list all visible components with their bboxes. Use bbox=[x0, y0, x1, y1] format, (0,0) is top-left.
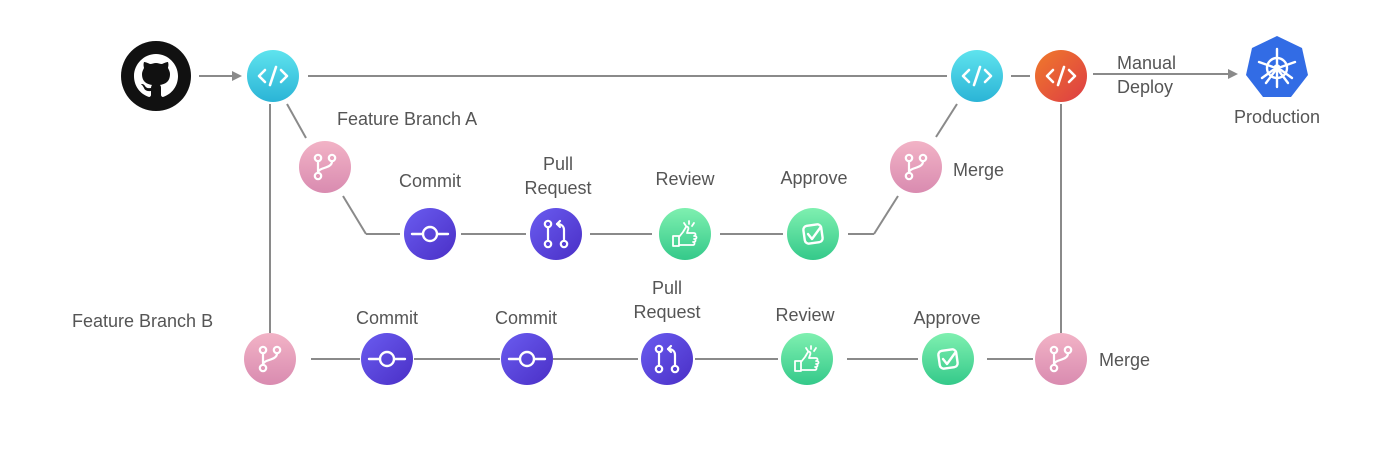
branch-b-commit-1-node bbox=[361, 333, 413, 385]
branch-a-start-node bbox=[299, 141, 351, 193]
manual-deploy-line-2: Deploy bbox=[1117, 77, 1174, 97]
branch-b-pull-request-line-2: Request bbox=[633, 302, 701, 322]
branch-b-commit-2-label: Commit bbox=[495, 308, 557, 328]
kubernetes-icon bbox=[1246, 36, 1308, 97]
branch-a-pull-request-node bbox=[530, 208, 582, 260]
line-code-to-branch-a bbox=[286, 103, 307, 139]
branch-a-approve-label: Approve bbox=[780, 168, 848, 188]
branch-b-pull-request-node bbox=[641, 333, 693, 385]
branch-b-commit-1-label: Commit bbox=[356, 308, 418, 328]
feature-branch-b-label: Feature Branch B bbox=[72, 311, 214, 331]
branch-b-commit-2-node bbox=[501, 333, 553, 385]
feature-branch-a-label: Feature Branch A bbox=[337, 109, 478, 129]
manual-deploy-label: Manual Deploy bbox=[1117, 51, 1176, 99]
line-merge-a-to-code bbox=[935, 103, 958, 138]
branch-a-review-label: Review bbox=[655, 169, 715, 189]
branch-b-merge-label: Merge bbox=[1099, 350, 1151, 370]
branch-b-review-label: Review bbox=[775, 305, 835, 325]
branch-a-approve-node bbox=[787, 208, 839, 260]
branch-a-review-node bbox=[659, 208, 711, 260]
branch-a-pull-request-line-2: Request bbox=[524, 178, 592, 198]
branch-a-pull-request-label: Pull Request bbox=[524, 152, 591, 200]
branch-a-commit-label: Commit bbox=[399, 171, 461, 191]
production-label: Production bbox=[1233, 107, 1321, 127]
connector-lines bbox=[199, 69, 1238, 360]
branch-a-merge-node bbox=[890, 141, 942, 193]
line-branch-a-down bbox=[342, 195, 367, 235]
branch-b-approve-node bbox=[922, 333, 974, 385]
branch-b-pull-request-line-1: Pull bbox=[651, 278, 683, 298]
code-deploy-node bbox=[1035, 50, 1087, 102]
code-start-node bbox=[247, 50, 299, 102]
branch-b-approve-label: Approve bbox=[913, 308, 981, 328]
github-icon bbox=[121, 41, 191, 111]
branch-b-review-node bbox=[781, 333, 833, 385]
branch-a-pull-request-line-1: Pull bbox=[542, 154, 574, 174]
branch-a-commit-node bbox=[404, 208, 456, 260]
branch-b-start-node bbox=[244, 333, 296, 385]
manual-deploy-line-1: Manual bbox=[1117, 53, 1177, 73]
branch-b-merge-node bbox=[1035, 333, 1087, 385]
line-approve-to-merge-a bbox=[873, 195, 899, 235]
code-merge-node bbox=[951, 50, 1003, 102]
branch-b-pull-request-label: Pull Request bbox=[633, 276, 700, 324]
branch-a-merge-label: Merge bbox=[953, 160, 1005, 180]
